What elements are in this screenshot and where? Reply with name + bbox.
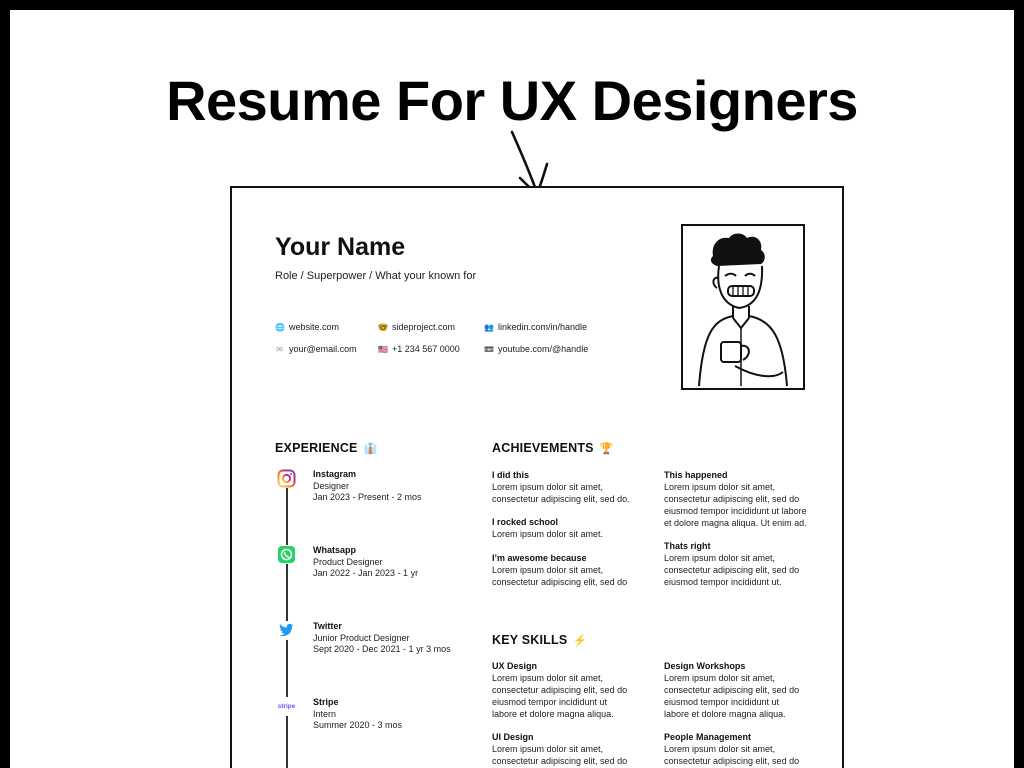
achievement-item: I’m awesome because Lorem ipsum dolor si…	[492, 553, 628, 587]
experience-position: Designer	[313, 480, 350, 491]
contact-website[interactable]: 🌐 website.com	[275, 322, 340, 332]
skill-item: UX Design Lorem ipsum dolor sit amet, co…	[492, 661, 628, 719]
twitter-logo-icon	[277, 621, 296, 640]
instagram-logo-icon	[277, 469, 296, 488]
tie-icon: 👔	[363, 442, 378, 455]
experience-period: Jan 2023 - Present - 2 mos	[313, 492, 422, 502]
contact-sideproject[interactable]: 🤓 sideproject.com	[378, 322, 456, 332]
video-icon: 📼	[484, 344, 494, 354]
skill-item: People Management Lorem ipsum dolor sit …	[664, 732, 800, 766]
resume-document: Your Name Role / Superpower / What your …	[230, 186, 844, 768]
people-icon: 👥	[484, 322, 494, 332]
envelope-icon: ✉	[276, 344, 283, 354]
experience-company: Twitter	[313, 621, 342, 631]
experience-position: Junior Product Designer	[313, 632, 410, 643]
achievement-item: Thats right Lorem ipsum dolor sit amet, …	[664, 541, 800, 587]
achievements-heading: ACHIEVEMENTS 🏆	[492, 441, 614, 455]
experience-company: Instagram	[313, 469, 357, 479]
globe-icon: 🌐	[275, 322, 285, 332]
trophy-icon: 🏆	[599, 442, 614, 455]
avatar	[681, 224, 805, 390]
contact-phone[interactable]: 🇺🇸 +1 234 567 0000	[378, 344, 460, 354]
stripe-logo-icon: stripe	[277, 697, 296, 716]
avatar-illustration	[698, 233, 788, 387]
resume-role: Role / Superpower / What your known for	[275, 270, 477, 282]
experience-position: Product Designer	[313, 556, 383, 567]
smiley-icon: 🤓	[378, 322, 388, 332]
contact-email[interactable]: ✉ your@email.com	[276, 344, 357, 354]
skill-item: Design Workshops Lorem ipsum dolor sit a…	[664, 661, 800, 719]
resume-name: Your Name	[275, 233, 406, 261]
achievement-item: This happened Lorem ipsum dolor sit amet…	[664, 470, 807, 528]
experience-period: Summer 2020 - 3 mos	[313, 720, 403, 730]
whatsapp-logo-icon	[277, 545, 296, 564]
experience-company: Whatsapp	[313, 545, 357, 555]
key-skills-heading: KEY SKILLS ⚡	[492, 633, 588, 647]
skill-item: UI Design Lorem ipsum dolor sit amet, co…	[492, 732, 628, 766]
slide-headline: Resume For UX Designers	[166, 69, 858, 132]
experience-company: Stripe	[313, 697, 339, 707]
slide-canvas: Resume For UX Designers Your Name Role /…	[10, 10, 1014, 768]
achievement-item: I rocked school Lorem ipsum dolor sit am…	[492, 517, 604, 539]
flag-icon: 🇺🇸	[378, 344, 388, 354]
experience-period: Jan 2022 - Jan 2023 - 1 yr	[313, 568, 419, 578]
experience-period: Sept 2020 - Dec 2021 - 1 yr 3 mos	[313, 644, 451, 654]
contact-youtube[interactable]: 📼 youtube.com/@handle	[484, 344, 589, 354]
achievement-item: I did this Lorem ipsum dolor sit amet, c…	[492, 470, 630, 504]
lightning-icon: ⚡	[573, 634, 588, 647]
experience-heading: EXPERIENCE 👔	[275, 441, 378, 455]
experience-position: Intern	[313, 708, 337, 719]
contact-linkedin[interactable]: 👥 linkedin.com/in/handle	[484, 322, 588, 332]
